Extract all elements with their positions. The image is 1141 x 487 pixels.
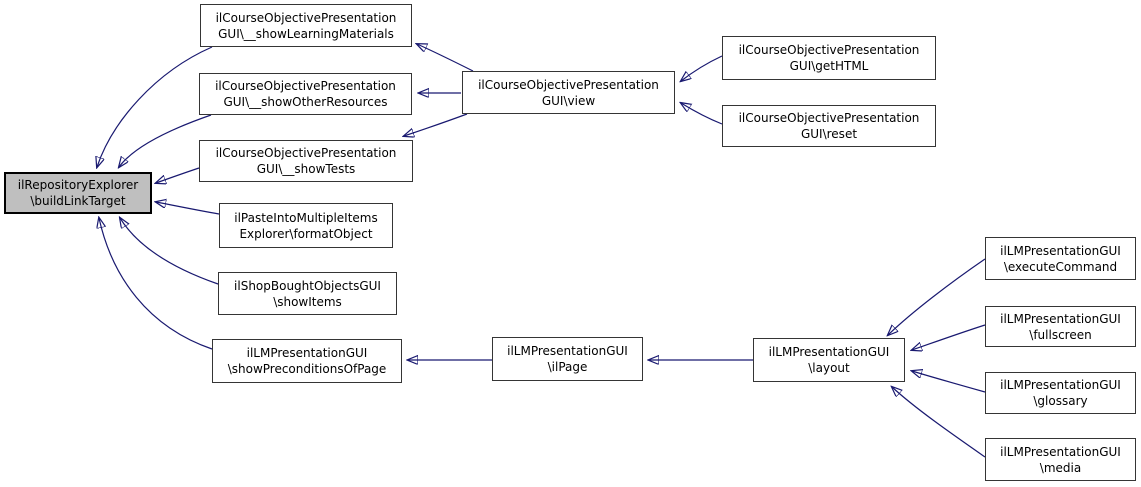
node-ilCourseObjectivePresentationGUI-showOtherResources[interactable]: ilCourseObjectivePresentation GUI\__show… — [199, 73, 412, 115]
node-ilLMPresentationGUI-glossary[interactable]: ilLMPresentationGUI \glossary — [985, 372, 1136, 414]
node-ilLMPresentationGUI-showPreconditionsOfPage[interactable]: ilLMPresentationGUI \showPreconditionsOf… — [212, 339, 402, 383]
edge-reset-to-view — [681, 103, 723, 125]
node-ilCourseObjectivePresentationGUI-view[interactable]: ilCourseObjectivePresentation GUI\view — [462, 71, 675, 114]
node-label-line1: ilCourseObjectivePresentation — [215, 79, 396, 93]
node-label-line2: \showPreconditionsOfPage — [227, 362, 387, 376]
node-ilCourseObjectivePresentationGUI-showLearningMaterials[interactable]: ilCourseObjectivePresentation GUI\__show… — [200, 4, 412, 47]
edge-view-to-showTests — [404, 113, 468, 136]
node-label-line2: \fullscreen — [1029, 327, 1092, 342]
node-label-line1: ilCourseObjectivePresentation — [478, 77, 659, 92]
edge-getHTML-to-view — [681, 55, 723, 81]
edge-showTests-to-buildLinkTarget — [156, 167, 200, 183]
node-label-line2: GUI\__showOtherResources — [223, 95, 388, 109]
node-label-line1: ilCourseObjectivePresentation — [215, 146, 397, 160]
edge-media-to-layout — [892, 387, 986, 458]
node-label-line2: \buildLinkTarget — [30, 194, 126, 208]
node-ilLMPresentationGUI-executeCommand[interactable]: ilLMPresentationGUI \executeCommand — [985, 237, 1136, 280]
node-ilRepositoryExplorer-buildLinkTarget: ilRepositoryExplorer \buildLinkTarget — [4, 172, 152, 214]
node-label-line1: ilLMPresentationGUI — [1000, 378, 1121, 392]
edge-glossary-to-layout — [912, 371, 986, 393]
node-label-line1: ilLMPresentationGUI — [507, 344, 628, 358]
node-label-line1: ilShopBoughtObjectsGUI — [234, 278, 381, 293]
edge-showOtherResources-to-buildLinkTarget — [119, 114, 212, 167]
node-label-line2: \ilPage — [547, 360, 588, 374]
node-label-line2: \media — [1039, 460, 1082, 475]
node-label-line1: ilCourseObjectivePresentation — [738, 111, 920, 125]
node-label-line1: ilLMPresentationGUI — [1000, 243, 1121, 258]
node-ilCourseObjectivePresentationGUI-reset[interactable]: ilCourseObjectivePresentation GUI\reset — [722, 105, 936, 147]
node-label-line1: ilLMPresentationGUI — [1000, 444, 1121, 459]
node-ilLMPresentationGUI-media[interactable]: ilLMPresentationGUI \media — [985, 438, 1136, 481]
node-label-line2: GUI\reset — [800, 127, 858, 141]
node-label-line1: ilCourseObjectivePresentation — [738, 43, 920, 57]
node-label-line2: Explorer\formatObject — [239, 226, 373, 241]
edge-view-to-showLearningMaterials — [417, 44, 474, 72]
node-ilCourseObjectivePresentationGUI-showTests[interactable]: ilCourseObjectivePresentation GUI\__show… — [199, 140, 413, 182]
node-ilLMPresentationGUI-fullscreen[interactable]: ilLMPresentationGUI \fullscreen — [985, 306, 1136, 347]
node-label-line2: GUI\view — [541, 93, 596, 108]
node-label-line1: ilPasteIntoMultipleItems — [234, 210, 378, 225]
node-ilCourseObjectivePresentationGUI-getHTML[interactable]: ilCourseObjectivePresentation GUI\getHTM… — [722, 36, 936, 80]
node-label-line1: ilRepositoryExplorer — [17, 178, 139, 192]
edge-showLearningMaterials-to-buildLinkTarget — [97, 46, 213, 167]
node-ilLMPresentationGUI-layout[interactable]: ilLMPresentationGUI \layout — [753, 338, 905, 382]
edge-formatObject-to-buildLinkTarget — [156, 202, 220, 215]
node-label-line1: ilLMPresentationGUI — [768, 345, 890, 359]
node-label-line1: ilLMPresentationGUI — [1000, 311, 1121, 326]
node-label-line2: GUI\__showLearningMaterials — [218, 26, 394, 41]
node-label-line2: \glossary — [1033, 394, 1088, 408]
node-label-line2: \layout — [808, 361, 850, 375]
node-ilPasteIntoMultipleItemsExplorer-formatObject[interactable]: ilPasteIntoMultipleItems Explorer\format… — [219, 203, 393, 248]
edge-showPreconditionsOfPage-to-buildLinkTarget — [99, 218, 213, 350]
edge-executeCommand-to-layout — [888, 258, 986, 335]
node-ilShopBoughtObjectsGUI-showItems[interactable]: ilShopBoughtObjectsGUI \showItems — [218, 272, 397, 315]
node-label-line2: GUI\__showTests — [256, 162, 356, 176]
node-label-line1: ilLMPresentationGUI — [246, 346, 368, 360]
node-label-line2: \executeCommand — [1003, 259, 1118, 274]
node-label-line2: \showItems — [273, 294, 342, 309]
edge-fullscreen-to-layout — [912, 324, 986, 350]
node-label-line2: GUI\getHTML — [789, 59, 869, 73]
node-ilLMPresentationGUI-ilPage[interactable]: ilLMPresentationGUI \ilPage — [492, 337, 643, 381]
node-label-line1: ilCourseObjectivePresentation — [215, 10, 397, 25]
edge-showItems-to-buildLinkTarget — [120, 218, 219, 285]
